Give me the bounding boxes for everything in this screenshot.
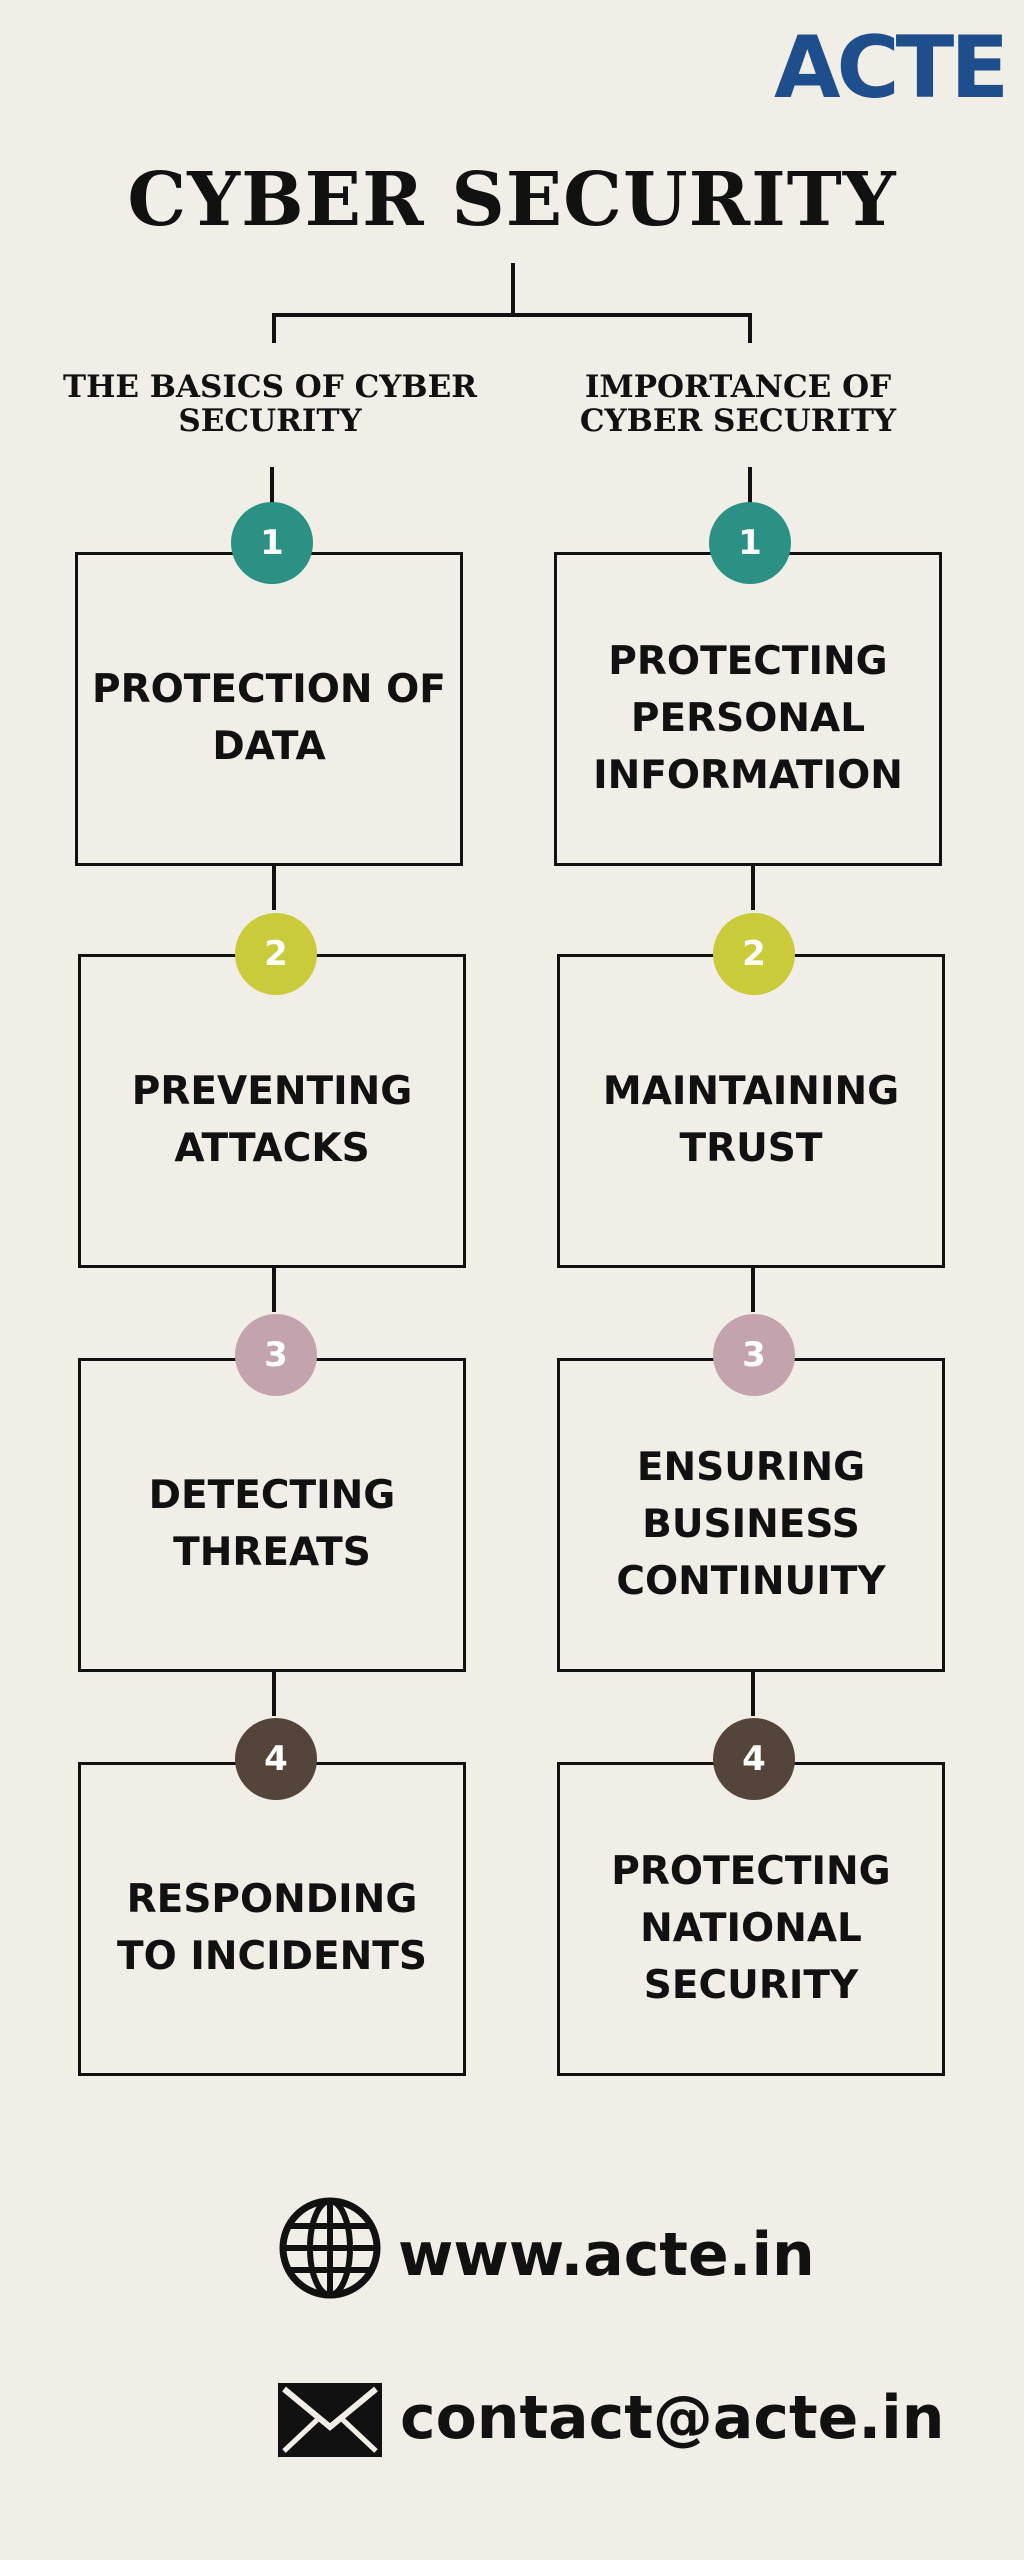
step-badge-4: 4 [713, 1718, 795, 1800]
connector-line [748, 467, 752, 507]
page-title: CYBER SECURITY [127, 157, 897, 243]
envelope-icon [278, 2383, 382, 2457]
website-link[interactable]: www.acte.in [398, 2220, 815, 2290]
acte-logo: ACTE [774, 18, 1009, 118]
column-heading-importance: IMPORTANCE OF CYBER SECURITY [579, 369, 897, 439]
connector-line [270, 467, 274, 507]
connector-line [751, 866, 755, 910]
item-box-protecting-national-security: PROTECTING NATIONAL SECURITY [557, 1762, 945, 2076]
title-stem-line [511, 263, 515, 317]
branch-right-drop [748, 313, 752, 343]
item-box-maintaining-trust: MAINTAINING TRUST [557, 954, 945, 1268]
connector-line [272, 866, 276, 910]
item-box-protecting-personal-information: PROTECTING PERSONAL INFORMATION [554, 552, 942, 866]
item-box-responding-to-incidents: RESPONDING TO INCIDENTS [78, 1762, 466, 2076]
step-badge-3: 3 [235, 1314, 317, 1396]
step-badge-1: 1 [231, 502, 313, 584]
branch-line [272, 313, 752, 317]
step-badge-2: 2 [235, 913, 317, 995]
branch-left-drop [272, 313, 276, 343]
column-heading-basics: THE BASICS OF CYBER SECURITY [63, 369, 477, 439]
email-link[interactable]: contact@acte.in [400, 2383, 945, 2453]
step-badge-1: 1 [709, 502, 791, 584]
globe-icon [278, 2196, 382, 2300]
connector-line [751, 1672, 755, 1716]
step-badge-4: 4 [235, 1718, 317, 1800]
item-box-preventing-attacks: PREVENTING ATTACKS [78, 954, 466, 1268]
connector-line [272, 1268, 276, 1312]
item-box-detecting-threats: DETECTING THREATS [78, 1358, 466, 1672]
step-badge-2: 2 [713, 913, 795, 995]
step-badge-3: 3 [713, 1314, 795, 1396]
connector-line [751, 1268, 755, 1312]
connector-line [272, 1672, 276, 1716]
item-box-ensuring-business-continuity: ENSURING BUSINESS CONTINUITY [557, 1358, 945, 1672]
item-box-protection-of-data: PROTECTION OF DATA [75, 552, 463, 866]
